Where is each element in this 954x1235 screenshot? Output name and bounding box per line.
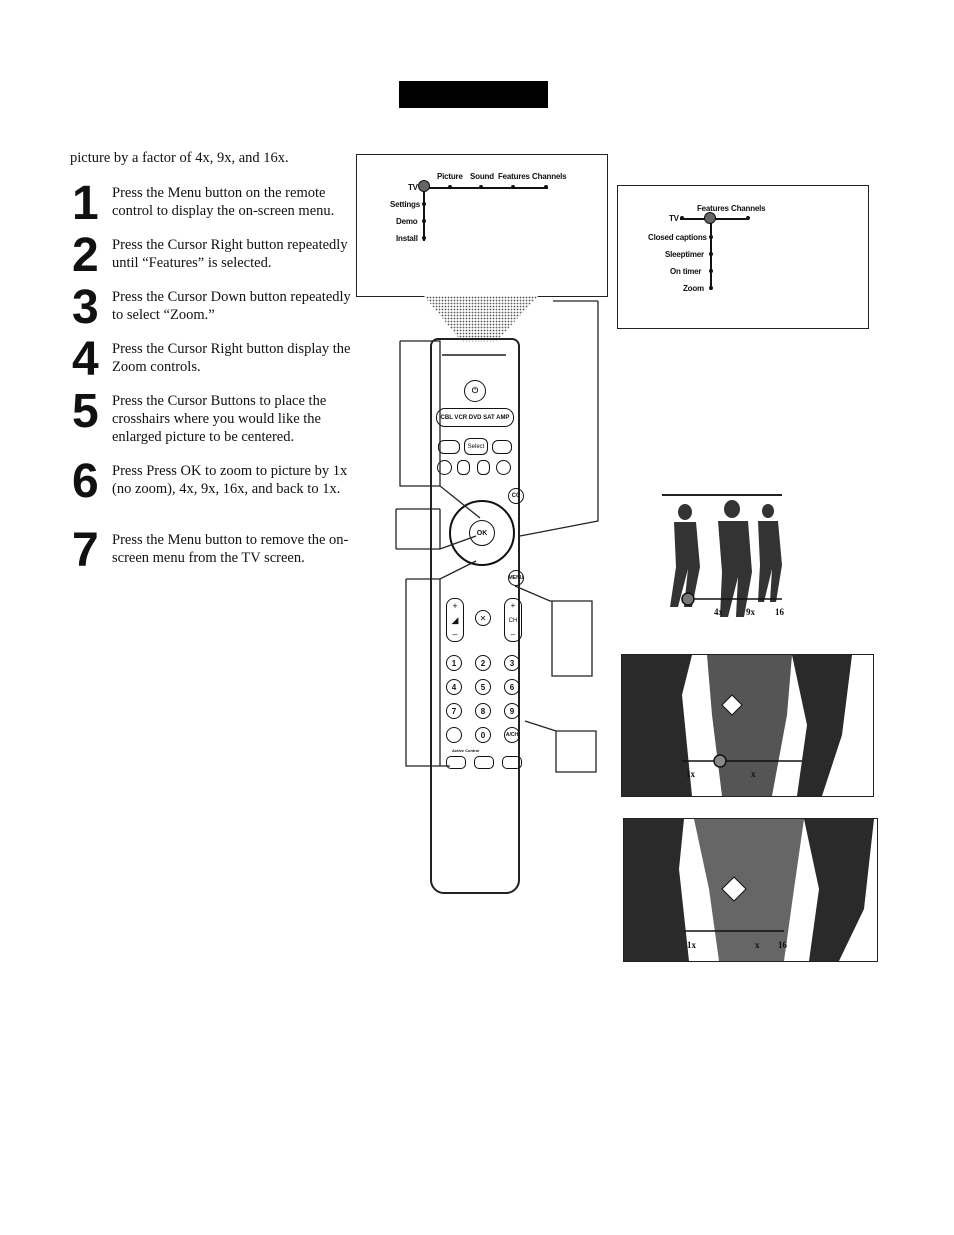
menu-root-tv: TV bbox=[669, 214, 679, 223]
step-number: 3 bbox=[72, 281, 99, 334]
ch-label: CH bbox=[508, 618, 518, 624]
menu-item-install: Install bbox=[396, 234, 418, 243]
ir-beam-graphic bbox=[424, 296, 538, 342]
step-5: 5 Press the Cursor Buttons to place the … bbox=[72, 385, 357, 448]
zoom-label-1x: 1x bbox=[687, 940, 696, 950]
step-number: 4 bbox=[72, 333, 99, 386]
digit-3-button[interactable]: 3 bbox=[504, 655, 520, 671]
zoomed-picture-4x: 1x x bbox=[621, 654, 874, 797]
cursor-crosshair-icon bbox=[704, 212, 716, 224]
record-button[interactable] bbox=[492, 440, 512, 454]
zoom-label-16: 16 bbox=[775, 607, 784, 617]
fast-forward-button[interactable] bbox=[496, 460, 511, 475]
step-number: 6 bbox=[72, 455, 99, 508]
digit-1-button[interactable]: 1 bbox=[446, 655, 462, 671]
menu-item-settings: Settings bbox=[390, 200, 420, 209]
digit-6-button[interactable]: 6 bbox=[504, 679, 520, 695]
digit-2-button[interactable]: 2 bbox=[475, 655, 491, 671]
digit-5-button[interactable]: 5 bbox=[475, 679, 491, 695]
onscreen-menu-features: Features Channels TV Closed captions Sle… bbox=[617, 185, 869, 329]
menu-button[interactable]: MENU bbox=[508, 570, 524, 586]
zoom-label-4x: 4x bbox=[714, 607, 723, 617]
zoom-label-1x: 1x bbox=[686, 769, 695, 779]
step-number: 5 bbox=[72, 385, 99, 438]
step-2: 2 Press the Cursor Right button repeated… bbox=[72, 229, 357, 282]
av-button[interactable]: A/CH bbox=[504, 727, 520, 743]
digit-4-button[interactable]: 4 bbox=[446, 679, 462, 695]
cursor-crosshair-icon bbox=[418, 180, 430, 192]
ok-button[interactable]: OK bbox=[469, 520, 495, 546]
step-number: 7 bbox=[72, 524, 99, 577]
step-6: 6 Press Press OK to zoom to picture by 1… bbox=[72, 455, 357, 518]
step-text: Press the Menu button on the remote cont… bbox=[112, 185, 335, 219]
zoom-label-16: 16 bbox=[778, 940, 787, 950]
step-number: 1 bbox=[72, 177, 99, 230]
mode-button-right[interactable] bbox=[502, 756, 522, 769]
menu-item-on-timer: On timer bbox=[670, 267, 702, 276]
step-3: 3 Press the Cursor Down button repeatedl… bbox=[72, 281, 357, 334]
menu-item-picture: Picture bbox=[437, 172, 463, 181]
play-button[interactable] bbox=[477, 460, 490, 475]
callout-leader-lines bbox=[395, 300, 599, 773]
intro-text: picture by a factor of 4x, 9x, and 16x. bbox=[70, 150, 289, 166]
step-number: 2 bbox=[72, 229, 99, 282]
step-text: Press the Cursor Down button repeatedly … bbox=[112, 289, 351, 323]
input-button[interactable] bbox=[438, 440, 460, 454]
menu-item-closed-captions: Closed captions bbox=[648, 233, 707, 242]
menu-root-tv: TV bbox=[408, 183, 418, 192]
digit-0-button[interactable]: 0 bbox=[475, 727, 491, 743]
digit-7-button[interactable]: 7 bbox=[446, 703, 462, 719]
step-1: 1 Press the Menu button on the remote co… bbox=[72, 177, 357, 230]
menu-item-sound: Sound bbox=[470, 172, 494, 181]
active-control-label: Active Control bbox=[452, 748, 480, 753]
stop-button[interactable] bbox=[457, 460, 470, 475]
mode-button-left[interactable] bbox=[446, 756, 466, 769]
menu-item-channels: Channels bbox=[532, 172, 567, 181]
channel-rocker[interactable]: +CH– bbox=[504, 598, 522, 642]
step-text: Press the Cursor Right button repeatedly… bbox=[112, 237, 348, 271]
cc-button[interactable]: CC bbox=[508, 488, 524, 504]
step-text: Press the Menu button to remove the on-s… bbox=[112, 532, 349, 566]
menu-item-channels: Channels bbox=[731, 204, 766, 213]
runners-illustration bbox=[670, 500, 782, 617]
zoom-label-x: x bbox=[755, 940, 760, 950]
menu-item-features: Features bbox=[498, 172, 530, 181]
zoom-label-x: x bbox=[751, 769, 756, 779]
menu-item-zoom: Zoom bbox=[683, 284, 704, 293]
zoom-label-9x: 9x bbox=[746, 607, 755, 617]
rewind-button[interactable] bbox=[437, 460, 452, 475]
menu-item-features: Features bbox=[697, 204, 729, 213]
mode-button-center[interactable] bbox=[474, 756, 494, 769]
cursor-ring[interactable] bbox=[449, 500, 515, 566]
step-text: Press the Cursor Buttons to place the cr… bbox=[112, 393, 327, 445]
guide-button[interactable] bbox=[446, 727, 462, 743]
step-7: 7 Press the Menu button to remove the on… bbox=[72, 524, 357, 577]
step-text: Press the Cursor Right button display th… bbox=[112, 341, 351, 375]
source-select-row[interactable]: CBL VCR DVD SAT AMP bbox=[436, 408, 514, 427]
zoomed-picture-16x: 1x x 16 bbox=[623, 818, 878, 962]
volume-rocker[interactable]: +◢– bbox=[446, 598, 464, 642]
digit-9-button[interactable]: 9 bbox=[504, 703, 520, 719]
mute-button[interactable]: ✕ bbox=[475, 610, 491, 626]
onscreen-menu-main: Picture Sound Features Channels TV Setti… bbox=[356, 154, 608, 297]
section-title-bar bbox=[399, 81, 548, 108]
select-button[interactable]: Select bbox=[464, 438, 488, 455]
step-text: Press Press OK to zoom to picture by 1x … bbox=[112, 463, 348, 497]
photo-top-rule bbox=[662, 494, 782, 496]
power-button[interactable]: ⏻ bbox=[464, 380, 486, 402]
digit-8-button[interactable]: 8 bbox=[475, 703, 491, 719]
menu-item-sleeptimer: Sleeptimer bbox=[665, 250, 704, 259]
menu-item-demo: Demo bbox=[396, 217, 418, 226]
remote-control: ⏻ CBL VCR DVD SAT AMP Select CC OK MENU … bbox=[430, 338, 524, 894]
step-4: 4 Press the Cursor Right button display … bbox=[72, 333, 357, 386]
